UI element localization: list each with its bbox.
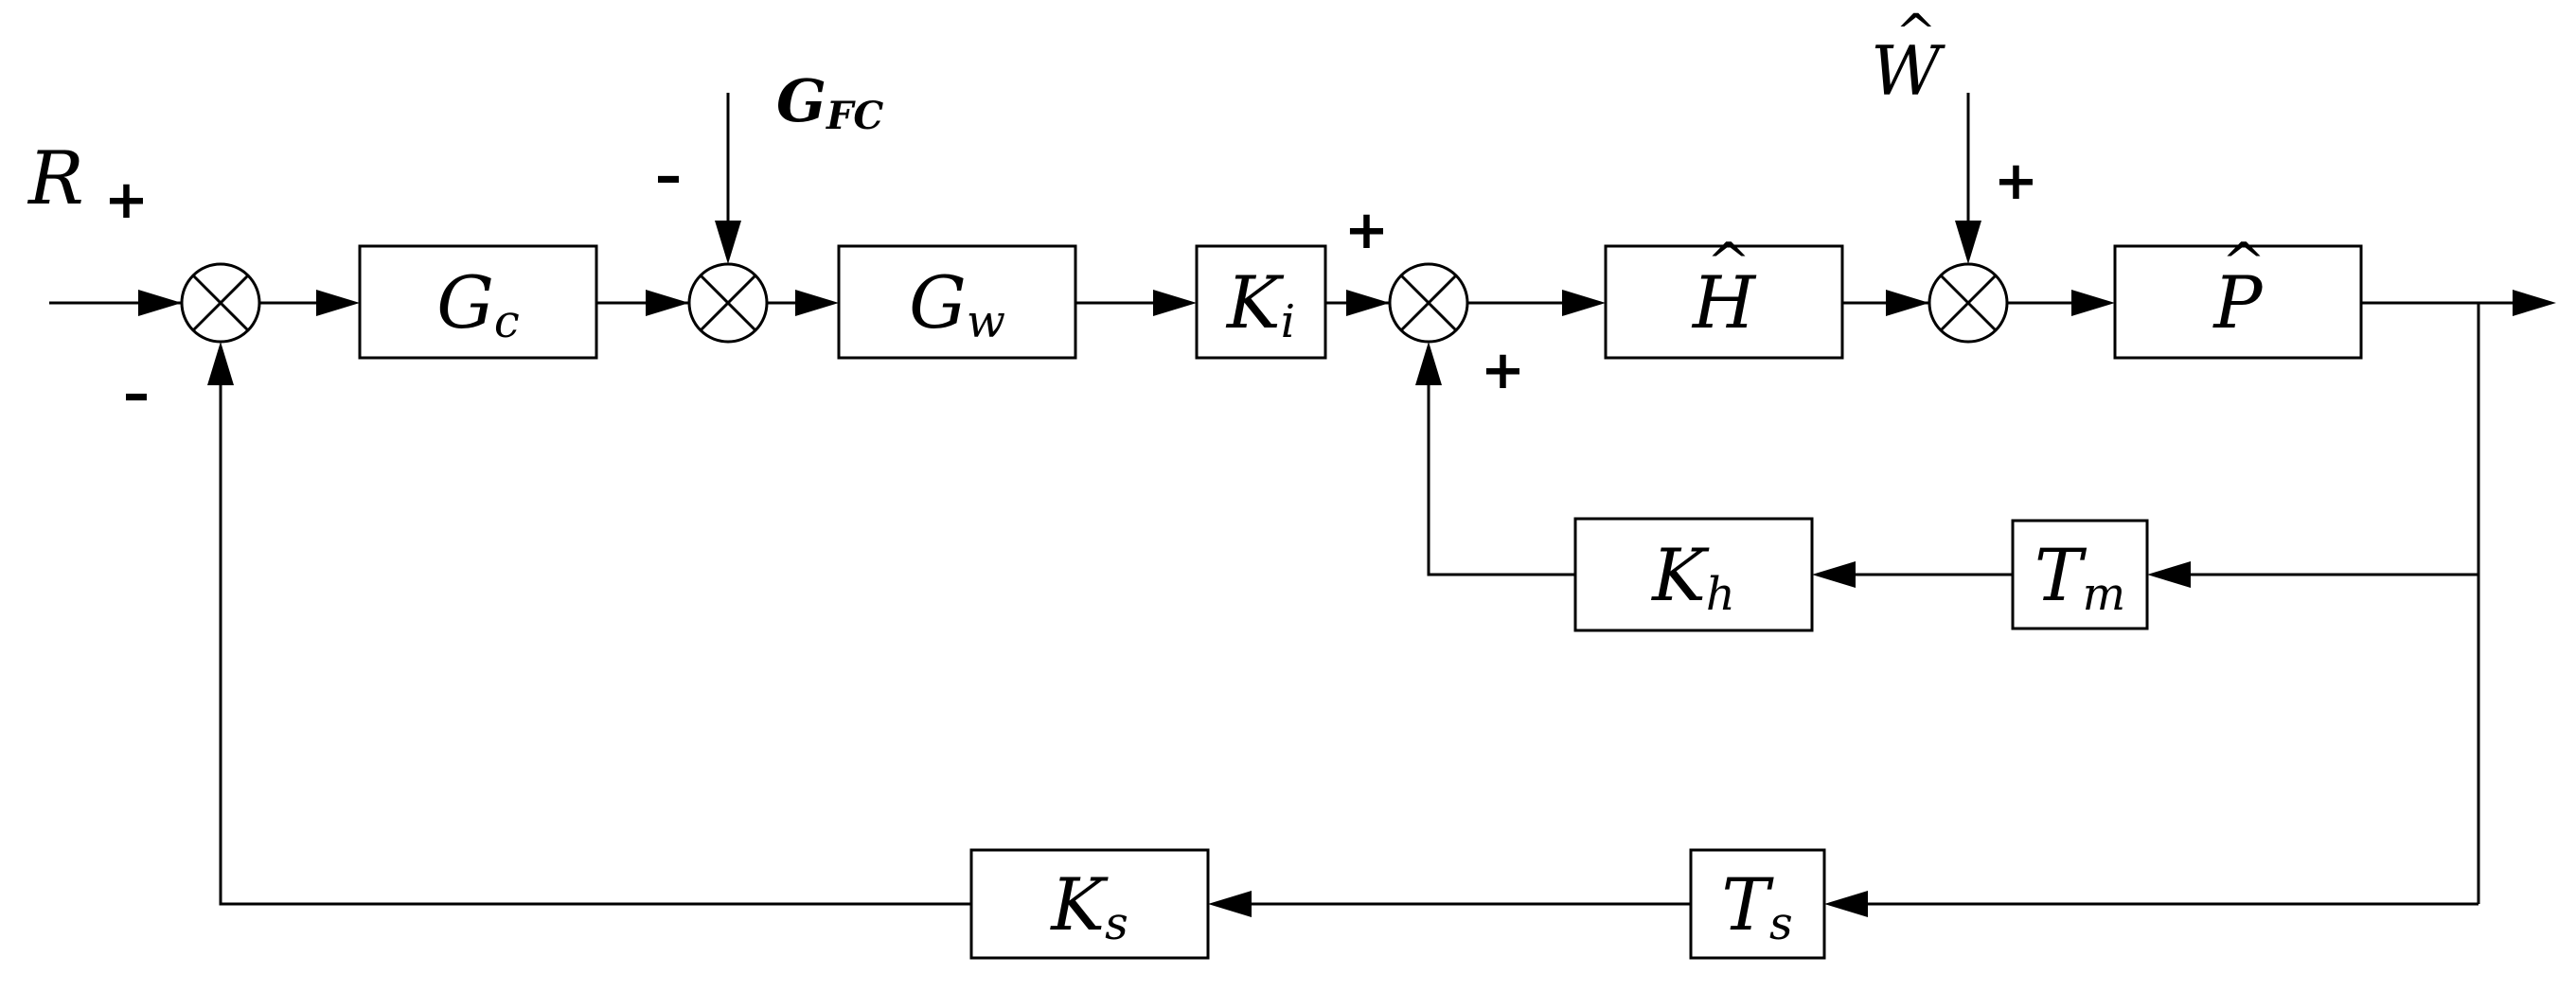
svg-text:Ts: Ts bbox=[1721, 862, 1792, 950]
arrow-to-sum1 bbox=[138, 290, 182, 316]
arrow-to-gw bbox=[795, 290, 839, 316]
w-hat-signal-label: W ^ bbox=[1871, 5, 1945, 111]
block-tm-main: T bbox=[2034, 533, 2087, 617]
arrow-ks-up bbox=[207, 342, 234, 385]
block-kh: Kh bbox=[1573, 517, 1814, 632]
block-ki-main: K bbox=[1225, 260, 1285, 345]
signal-wires bbox=[49, 93, 2524, 906]
block-ks-sub: s bbox=[1105, 897, 1128, 950]
wire-ks-sum1 bbox=[219, 369, 971, 906]
block-ki-sub: i bbox=[1281, 295, 1295, 348]
block-ki: Ki bbox=[1195, 244, 1327, 360]
svg-text:Ki: Ki bbox=[1225, 260, 1295, 348]
arrow-to-ts bbox=[1824, 891, 1868, 917]
summing-junction-1 bbox=[180, 262, 261, 344]
svg-text:Ks: Ks bbox=[1049, 862, 1128, 950]
arrow-to-gc bbox=[316, 290, 360, 316]
reference-signal-label: R bbox=[27, 136, 84, 221]
block-p-hat: P ^ bbox=[2113, 232, 2363, 360]
block-h-main: H bbox=[1691, 260, 1757, 345]
arrow-to-tm bbox=[2147, 561, 2191, 588]
svg-text:Gc: Gc bbox=[436, 260, 520, 348]
summing-junction-2 bbox=[687, 262, 769, 344]
block-ts: Ts bbox=[1689, 848, 1826, 960]
block-gc-sub: c bbox=[494, 295, 520, 348]
svg-text:Kh: Kh bbox=[1650, 533, 1735, 621]
block-ks-main: K bbox=[1049, 862, 1109, 947]
arrow-gfc-down bbox=[715, 221, 741, 264]
block-h-hat: H ^ bbox=[1604, 232, 1844, 360]
block-ts-sub: s bbox=[1769, 897, 1793, 950]
block-gw-sub: w bbox=[967, 295, 1005, 348]
arrow-to-sum3 bbox=[1346, 290, 1390, 316]
arrow-to-ki bbox=[1153, 290, 1197, 316]
gfc-sub: FC bbox=[826, 94, 883, 138]
block-gc: Gc bbox=[358, 244, 598, 360]
wire-kh-sum3 bbox=[1427, 369, 1575, 576]
arrow-to-h bbox=[1562, 290, 1606, 316]
svg-text:Gw: Gw bbox=[909, 260, 1005, 348]
arrow-to-sum2 bbox=[646, 290, 689, 316]
sign-sum3-top: + bbox=[1344, 200, 1389, 261]
arrow-to-kh bbox=[1812, 561, 1856, 588]
arrow-output bbox=[2513, 290, 2556, 316]
sign-sum1-top: + bbox=[104, 169, 149, 231]
gfc-signal-label: GFC bbox=[776, 66, 883, 138]
block-tm: Tm bbox=[2011, 519, 2149, 630]
arrow-w-down bbox=[1955, 221, 1981, 264]
arrow-to-p bbox=[2071, 290, 2115, 316]
svg-text:Tm: Tm bbox=[2034, 533, 2125, 621]
w-main: W bbox=[1871, 31, 1945, 111]
summing-junction-3 bbox=[1388, 262, 1469, 344]
sign-sum1-bottom: – bbox=[123, 363, 150, 425]
w-hat-mark: ^ bbox=[1895, 5, 1937, 62]
block-gw: Gw bbox=[837, 244, 1077, 360]
block-tm-sub: m bbox=[2083, 568, 2126, 621]
arrow-kh-up bbox=[1415, 342, 1442, 385]
arrowheads bbox=[138, 221, 2556, 917]
block-p-hat-mark: ^ bbox=[2222, 232, 2266, 293]
block-p-main: P bbox=[2212, 260, 2264, 345]
block-kh-sub: h bbox=[1706, 568, 1735, 621]
block-kh-main: K bbox=[1650, 533, 1710, 617]
sign-sum4-top: + bbox=[1994, 151, 2038, 212]
arrow-to-sum4 bbox=[1886, 290, 1929, 316]
block-ts-main: T bbox=[1721, 862, 1774, 947]
block-gc-main: G bbox=[436, 260, 494, 345]
block-ks: Ks bbox=[969, 848, 1210, 960]
gfc-main: G bbox=[776, 66, 826, 135]
summing-junction-4 bbox=[1928, 262, 2009, 344]
sign-sum3-bottom: + bbox=[1481, 340, 1525, 401]
sign-sum2-top: – bbox=[655, 146, 682, 207]
block-h-hat-mark: ^ bbox=[1707, 232, 1751, 293]
block-gw-main: G bbox=[909, 260, 967, 345]
arrow-to-ks bbox=[1208, 891, 1252, 917]
